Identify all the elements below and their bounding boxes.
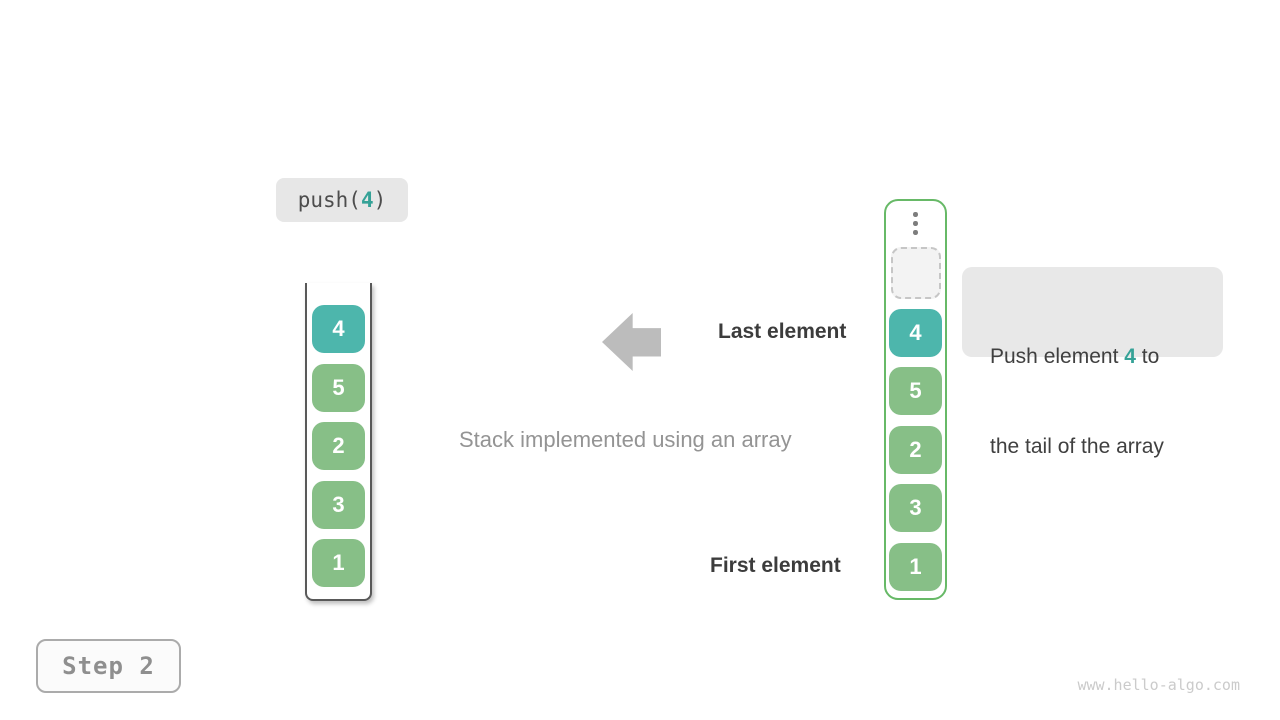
stack-cell: 5 bbox=[312, 363, 365, 412]
vertical-ellipsis-icon bbox=[913, 212, 918, 235]
watermark: www.hello-algo.com bbox=[1077, 676, 1240, 694]
callout-line2: the tail of the array bbox=[990, 435, 1164, 458]
array-cell: 3 bbox=[889, 484, 942, 533]
empty-array-slot bbox=[890, 246, 941, 299]
stack-cell: 3 bbox=[312, 480, 365, 529]
stack-cell: 1 bbox=[312, 539, 365, 588]
operation-suffix: ) bbox=[373, 188, 387, 212]
array-cells: 4 5 2 3 1 bbox=[889, 308, 942, 591]
diagram-caption: Stack implemented using an array bbox=[459, 427, 792, 452]
stack-cell: 2 bbox=[312, 422, 365, 471]
array-cell: 1 bbox=[889, 542, 942, 591]
operation-prefix: push( bbox=[297, 188, 361, 212]
callout-value: 4 bbox=[1124, 345, 1136, 368]
step-label: Step 2 bbox=[62, 652, 155, 680]
left-arrow-icon bbox=[602, 313, 661, 371]
callout-line1: Push element 4 to bbox=[990, 345, 1160, 368]
array-cell-pushed: 4 bbox=[889, 308, 942, 357]
array-frame-after: 4 5 2 3 1 bbox=[884, 199, 947, 600]
operation-value: 4 bbox=[360, 188, 374, 212]
last-element-label: Last element bbox=[718, 320, 847, 343]
stack-cell-pushed: 4 bbox=[312, 305, 365, 353]
array-cell: 2 bbox=[889, 425, 942, 474]
stack-frame-before: 4 5 2 3 1 bbox=[305, 283, 372, 601]
step-badge: Step 2 bbox=[36, 639, 181, 693]
array-cell: 5 bbox=[889, 367, 942, 416]
first-element-label: First element bbox=[710, 554, 841, 577]
callout-bubble: Push element 4 to the tail of the array bbox=[962, 267, 1223, 458]
operation-label: push(4) bbox=[276, 178, 408, 222]
